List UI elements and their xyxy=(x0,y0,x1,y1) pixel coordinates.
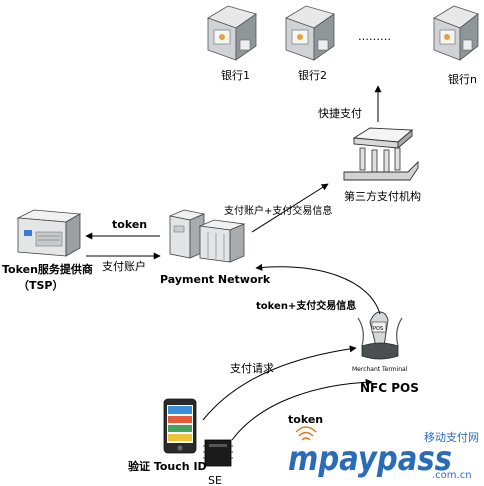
arrow-pos-to-network xyxy=(255,263,381,315)
se-label: SE xyxy=(208,474,222,486)
bank-1-label: 银行1 xyxy=(221,68,250,82)
merchant-terminal-label: Merchant Terminal xyxy=(352,366,408,373)
tsp-label-line1: Token服务提供商 xyxy=(2,262,93,276)
watermark-logo-text: mpaypass xyxy=(288,439,452,479)
se-chip-icon xyxy=(203,439,233,467)
payment-account-label: 支付账户 xyxy=(102,259,146,273)
tsp-server-icon xyxy=(16,209,82,257)
payment-network-label: Payment Network xyxy=(160,273,271,286)
bank-2-server-icon xyxy=(285,5,335,61)
phone-touch-id-icon xyxy=(163,398,197,454)
watermark-domain-text: .com.cn xyxy=(432,470,472,481)
nfc-pos-label: NFC POS xyxy=(360,381,419,395)
quick-pay-label: 快捷支付 xyxy=(318,106,362,120)
third-party-institution-label: 第三方支付机构 xyxy=(344,189,421,203)
bank-ellipsis: ……… xyxy=(358,30,391,43)
token-plus-info-label: token+支付交易信息 xyxy=(256,299,356,312)
mpaypass-watermark-logo: 移动支付网 mpaypass .com.cn xyxy=(288,426,479,481)
payment-network-icon xyxy=(168,209,246,263)
tsp-label-line2: （TSP） xyxy=(18,279,64,292)
bank-n-server-icon xyxy=(433,5,479,61)
payment-request-label: 支付请求 xyxy=(230,362,274,375)
third-party-institution-icon xyxy=(343,127,419,181)
watermark-cn-text: 移动支付网 xyxy=(424,431,479,444)
bank-2-label: 银行2 xyxy=(298,68,327,82)
touch-id-label: 验证 Touch ID xyxy=(128,459,207,473)
account-plus-info-label: 支付账户+支付交易信息 xyxy=(224,204,332,217)
arrow-network-to-third-party xyxy=(251,183,329,233)
token-label: token xyxy=(112,218,147,231)
arrow-phone-to-pos xyxy=(202,345,357,421)
arrow-se-to-pos xyxy=(231,378,373,441)
bank-n-label: 银行n xyxy=(448,72,477,86)
nfc-pos-terminal-icon: POS xyxy=(357,311,403,360)
pos-screen-text: POS xyxy=(373,326,383,332)
token-se-label: token xyxy=(288,413,323,426)
bank-1-server-icon xyxy=(207,5,257,61)
